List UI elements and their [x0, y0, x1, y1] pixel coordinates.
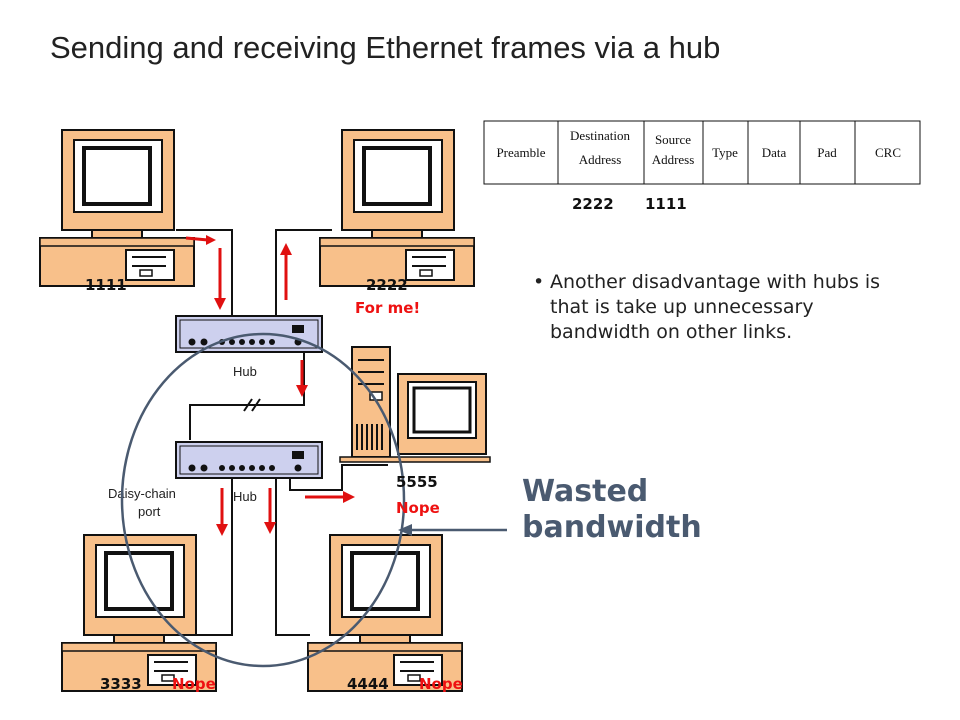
- host-3333-address: 3333: [100, 675, 142, 693]
- hub-bottom: [175, 441, 323, 479]
- bullet-dot: •: [533, 271, 545, 293]
- pointer-arrowhead: [398, 524, 412, 536]
- daisy-chain-port-label: port: [138, 504, 161, 519]
- frame-field-destination-address: Address: [579, 152, 622, 167]
- host-4444-address: 4444: [347, 675, 389, 693]
- callout-line1: Wasted: [522, 474, 649, 509]
- network-cables: [176, 229, 388, 636]
- frame-field-source-address: Address: [652, 152, 695, 167]
- host-5555-address: 5555: [396, 473, 438, 491]
- frame-flow-arrows: [185, 235, 355, 536]
- hub-top-label: Hub: [233, 364, 257, 379]
- frame-field-crc: CRC: [875, 145, 901, 160]
- host-2222-address: 2222: [366, 276, 408, 294]
- frame-field-preamble: Preamble: [496, 145, 545, 160]
- bullet-point: • Another disadvantage with hubs is that…: [533, 270, 918, 345]
- computer-5555: [339, 346, 491, 463]
- cable-break-mark: [251, 398, 261, 412]
- host-1111-address: 1111: [85, 276, 127, 294]
- hub-bottom-label: Hub: [233, 489, 257, 504]
- frame-field-pad: Pad: [817, 145, 837, 160]
- host-2222-status: For me!: [355, 299, 420, 317]
- ethernet-frame-diagram: Preamble Destination Address Source Addr…: [483, 120, 921, 185]
- frame-field-destination: Destination: [570, 128, 630, 143]
- computer-1111: [38, 128, 196, 288]
- computer-4444: [306, 533, 464, 693]
- frame-field-source: Source: [655, 132, 691, 147]
- host-4444-status: Nope: [419, 675, 463, 693]
- wasted-bandwidth-circle: [120, 332, 406, 668]
- callout-line2: bandwidth: [522, 510, 702, 545]
- frame-field-data: Data: [762, 145, 787, 160]
- cable-break-mark: [243, 398, 253, 412]
- bullet-text: Another disadvantage with hubs is that i…: [550, 271, 881, 343]
- computer-3333: [60, 533, 218, 693]
- slide-title: Sending and receiving Ethernet frames vi…: [50, 30, 721, 65]
- computer-2222: [318, 128, 476, 288]
- frame-dest-value: 2222: [572, 195, 614, 213]
- wasted-bandwidth-callout: Wasted bandwidth: [522, 474, 702, 546]
- frame-field-type: Type: [712, 145, 738, 160]
- host-5555-status: Nope: [396, 499, 440, 517]
- frame-src-value: 1111: [645, 195, 687, 213]
- daisy-chain-label: Daisy-chain: [108, 486, 176, 501]
- host-3333-status: Nope: [172, 675, 216, 693]
